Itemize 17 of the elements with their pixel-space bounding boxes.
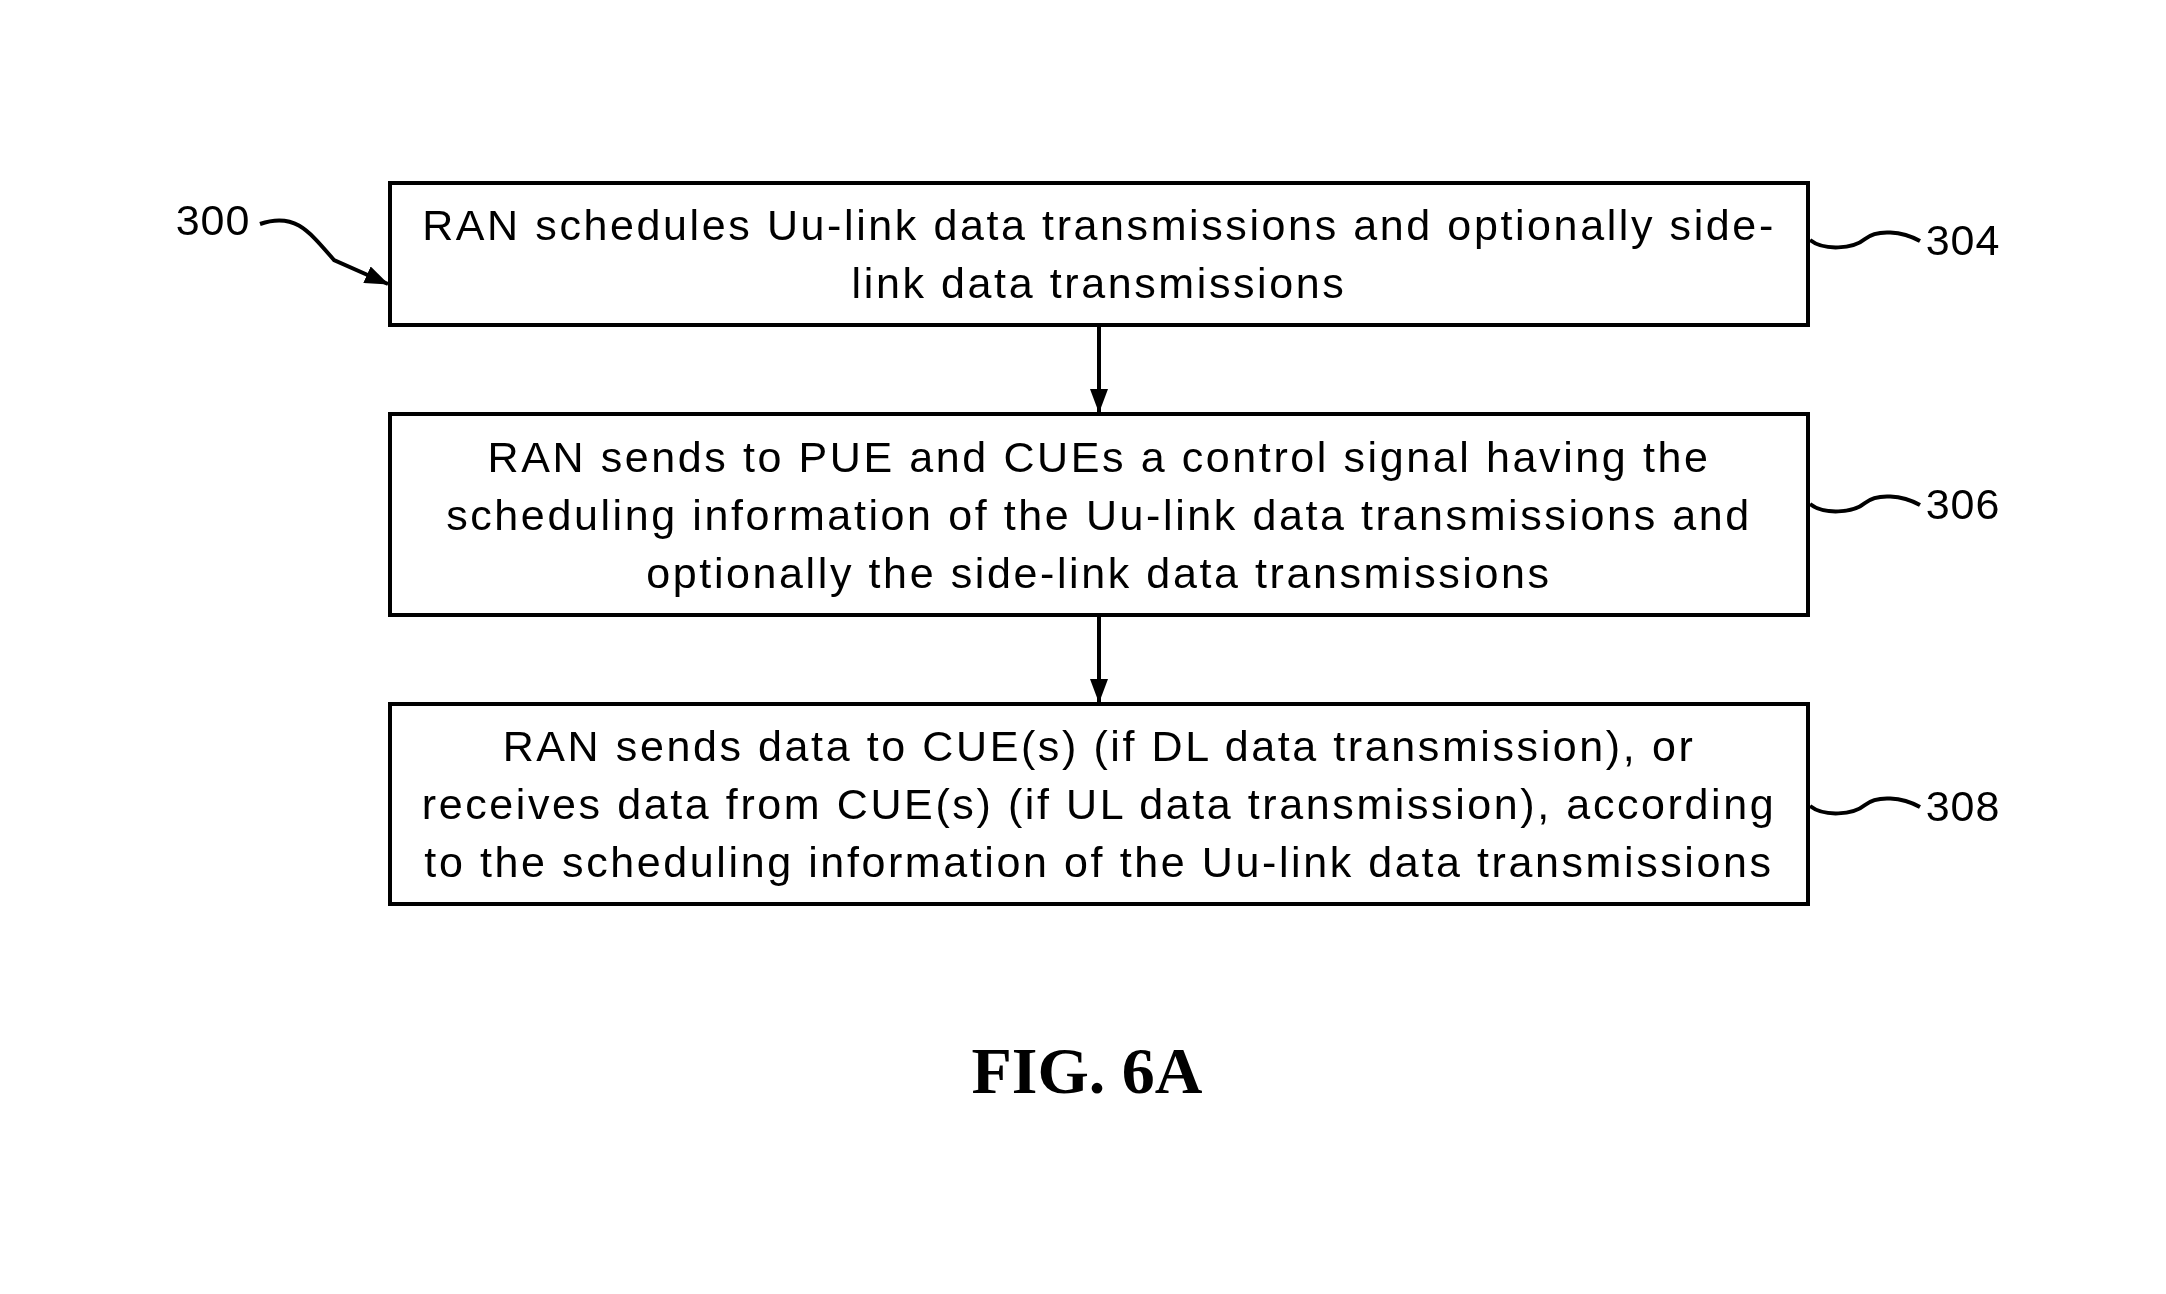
process-box — [388, 412, 1810, 617]
leader-line — [1808, 796, 1921, 816]
process-box — [388, 702, 1810, 906]
arrow — [1090, 327, 1108, 413]
reference-numeral: 304 — [1916, 214, 2010, 266]
arrow — [259, 218, 389, 286]
leader-line — [1808, 230, 1921, 250]
reference-numeral: 300 — [166, 194, 260, 246]
step-text: RAN schedules Uu-link data transmissions and optionally side-link data transmissions — [421, 200, 1777, 309]
leader-line — [1808, 494, 1921, 514]
reference-numeral: 306 — [1916, 478, 2010, 530]
step-text: RAN sends to PUE and CUEs a control signal having the scheduling information of the Uu-link data transmissions and optionally the side-link data transmissions — [445, 431, 1753, 599]
step-text: RAN sends data to CUE(s) (if DL data transmission), or receives data from CUE(s) (if UL data transmission), according to the scheduling information of the Uu-link data transmissions — [420, 721, 1778, 888]
figure-caption: FIG. 6A — [971, 1033, 1203, 1109]
reference-numeral: 308 — [1916, 780, 2010, 832]
process-box — [388, 181, 1810, 327]
arrow — [1090, 617, 1108, 703]
